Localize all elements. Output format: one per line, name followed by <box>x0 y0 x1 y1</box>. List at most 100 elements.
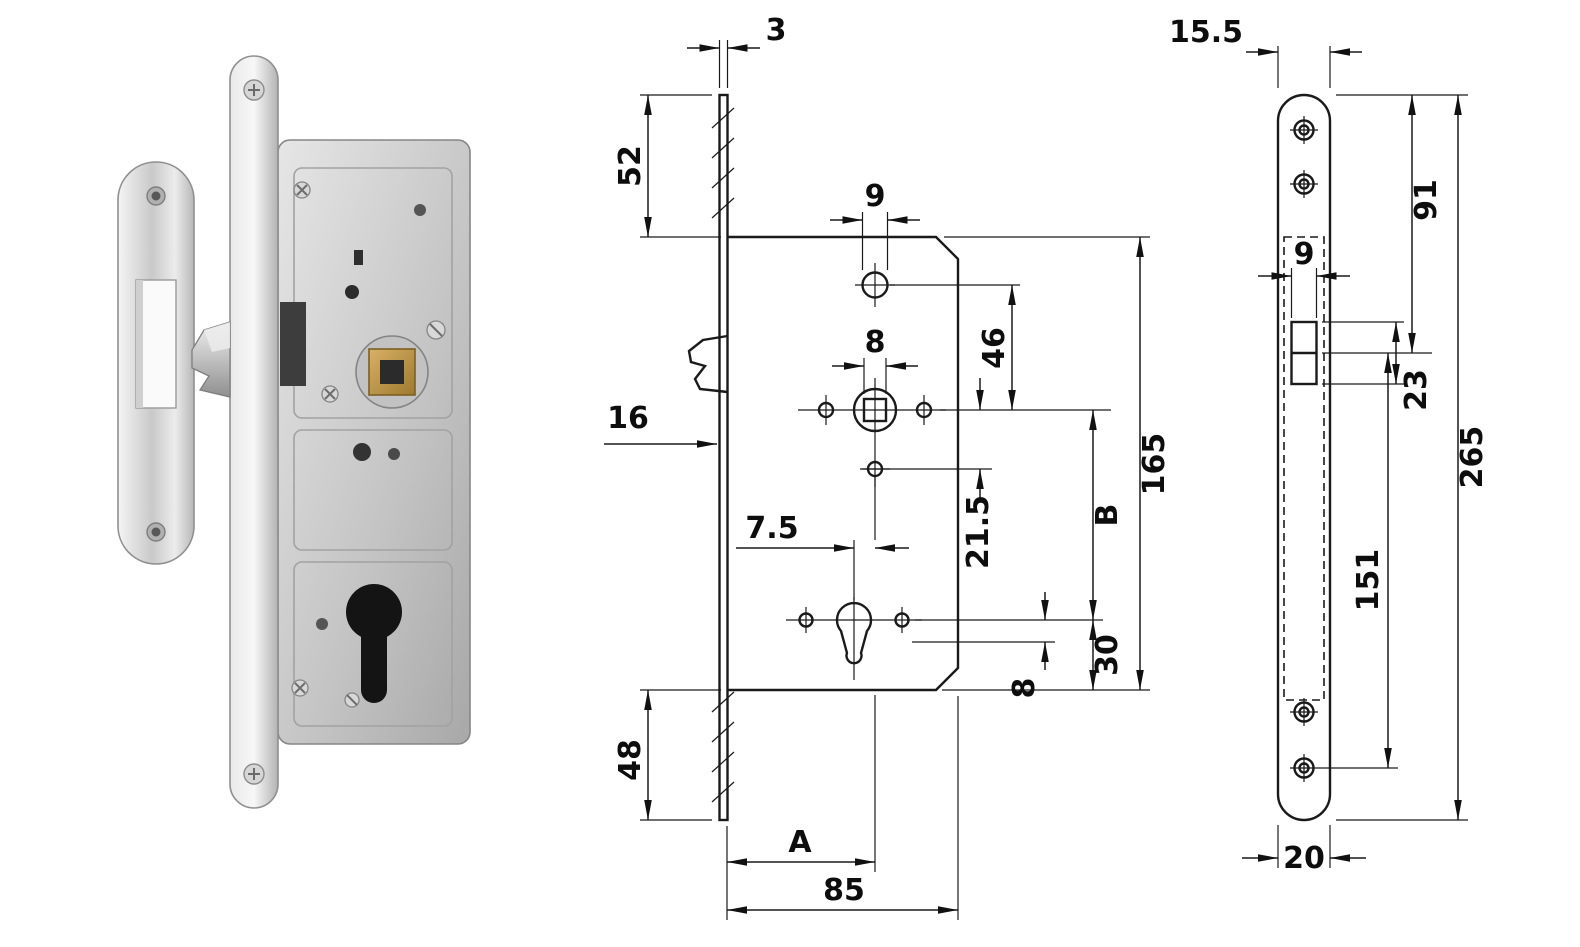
dim-backset-A: A <box>726 695 876 920</box>
extension-lines <box>718 40 729 88</box>
strike-plate-cutout-shadow <box>136 280 143 408</box>
dim-label: 165 <box>1137 433 1172 496</box>
latch-cutout <box>1290 320 1318 386</box>
euro-cylinder-profile <box>786 597 922 680</box>
stamped-panel-mid <box>293 429 453 551</box>
dim-spindle-to-hole-21-5: 21.5 <box>862 378 996 569</box>
dim-hole-to-spindle-46: 46 <box>890 284 1111 411</box>
case-hole-5 <box>316 618 328 630</box>
plate-screw-hole-1 <box>1290 116 1318 144</box>
case-hole-1 <box>345 285 359 299</box>
dim-label: 16 <box>607 401 649 436</box>
dim-label: B <box>1090 504 1125 527</box>
spindle-follower <box>798 378 946 487</box>
dim-label: 151 <box>1351 549 1386 612</box>
dim-label: 91 <box>1409 179 1444 221</box>
dim-plate-width-20: 20 <box>1242 825 1366 876</box>
faceplate-screw-top <box>243 79 265 101</box>
spindle-hub <box>355 335 429 409</box>
faceplate-view-drawing: 15.5 9 91 23 151 265 <box>1169 15 1490 876</box>
extension-lines <box>1322 94 1468 354</box>
extension-lines <box>861 212 889 270</box>
stamped-panel-bottom <box>293 561 453 727</box>
dim-label: 48 <box>613 739 648 781</box>
front-view-drawing: 3 52 9 8 46 16 <box>604 13 1172 920</box>
dim-cylinder-hole-8: 8 <box>912 592 1055 698</box>
dim-label: 7.5 <box>745 511 798 546</box>
dim-top-hole-9: 9 <box>830 179 920 270</box>
extension-lines <box>1277 46 1331 88</box>
dim-label: 30 <box>1090 634 1125 676</box>
case-screw-1 <box>293 181 311 199</box>
extension-lines <box>640 94 721 238</box>
plate-screw-hole-4 <box>1290 754 1318 782</box>
case-screw-4 <box>291 679 309 697</box>
dim-latch-to-hole-151: 151 <box>1318 353 1398 769</box>
dim-label: 265 <box>1455 426 1490 489</box>
dim-spindle-square-8: 8 <box>832 325 918 394</box>
plate-screw-hole-2 <box>1290 170 1318 198</box>
spindle-square-hole <box>380 360 404 384</box>
dim-label: A <box>788 825 812 860</box>
dim-spindle-to-cylinder-B: B <box>915 410 1125 621</box>
euro-cylinder-cutout <box>346 584 402 703</box>
faceplate-side-view <box>718 93 729 822</box>
stamp-slot <box>354 250 363 265</box>
cylinder-centerlines <box>786 597 922 680</box>
faceplate <box>229 55 279 809</box>
dim-case-depth-85: 85 <box>727 696 959 920</box>
hatch-marks <box>711 107 735 803</box>
strike-plate <box>117 161 195 565</box>
dim-faceplate-depth-16: 16 <box>604 401 717 448</box>
extension-lines <box>726 695 876 920</box>
dim-faceplate-thickness: 3 <box>687 13 786 88</box>
stamped-panel-top <box>293 167 453 419</box>
dim-label: 15.5 <box>1169 15 1243 50</box>
case-screw-2 <box>426 320 446 340</box>
extension-lines <box>890 284 1111 411</box>
faceplate-screw-bottom <box>243 763 265 785</box>
dim-label: 20 <box>1283 841 1325 876</box>
dim-top-width-15-5: 15.5 <box>1169 15 1362 88</box>
latch-window <box>280 302 306 386</box>
hook-bolt-outline <box>687 334 728 394</box>
dim-label: 21.5 <box>961 495 996 569</box>
dim-label: 46 <box>977 327 1012 369</box>
case-outline <box>727 235 960 692</box>
strike-plate-screw-hole-top <box>146 186 166 206</box>
dim-label: 8 <box>865 325 886 360</box>
dim-top-overhang-52: 52 <box>613 94 721 238</box>
dim-latch-width-9: 9 <box>1258 237 1350 318</box>
extension-lines <box>942 236 1150 691</box>
dim-label: 23 <box>1399 369 1434 411</box>
dim-cylinder-to-bottom-30: 30 <box>1089 620 1125 690</box>
product-photo <box>117 55 471 809</box>
dim-cylinder-offset-7-5: 7.5 <box>736 476 909 600</box>
dim-case-height-165: 165 <box>942 236 1172 691</box>
follower-centerlines <box>798 378 946 487</box>
case-screw-3 <box>321 385 339 403</box>
dim-bottom-overhang-48: 48 <box>613 689 721 821</box>
case-hole-4 <box>388 448 400 460</box>
strike-plate-screw-hole-bottom <box>146 522 166 542</box>
dim-top-to-latch-91: 91 <box>1322 94 1468 354</box>
dim-label: 9 <box>1294 237 1315 272</box>
dim-label: 8 <box>1007 678 1042 699</box>
dim-label: 9 <box>865 179 886 214</box>
dim-latch-height-23: 23 <box>1322 321 1434 411</box>
dim-label: 52 <box>613 145 648 187</box>
top-fixing-hole <box>855 263 895 307</box>
dim-label: 3 <box>766 13 787 48</box>
hook-bolt-facet <box>204 322 230 352</box>
dim-plate-length-265: 265 <box>1336 95 1490 821</box>
case-hole-2 <box>414 204 426 216</box>
dim-label: 85 <box>823 873 865 908</box>
lock-case <box>277 139 471 745</box>
plate-screw-hole-3 <box>1290 698 1318 726</box>
extension-lines <box>640 689 721 821</box>
case-screw-5 <box>344 692 360 708</box>
hook-bolt <box>191 321 231 398</box>
case-hole-3 <box>353 443 371 461</box>
